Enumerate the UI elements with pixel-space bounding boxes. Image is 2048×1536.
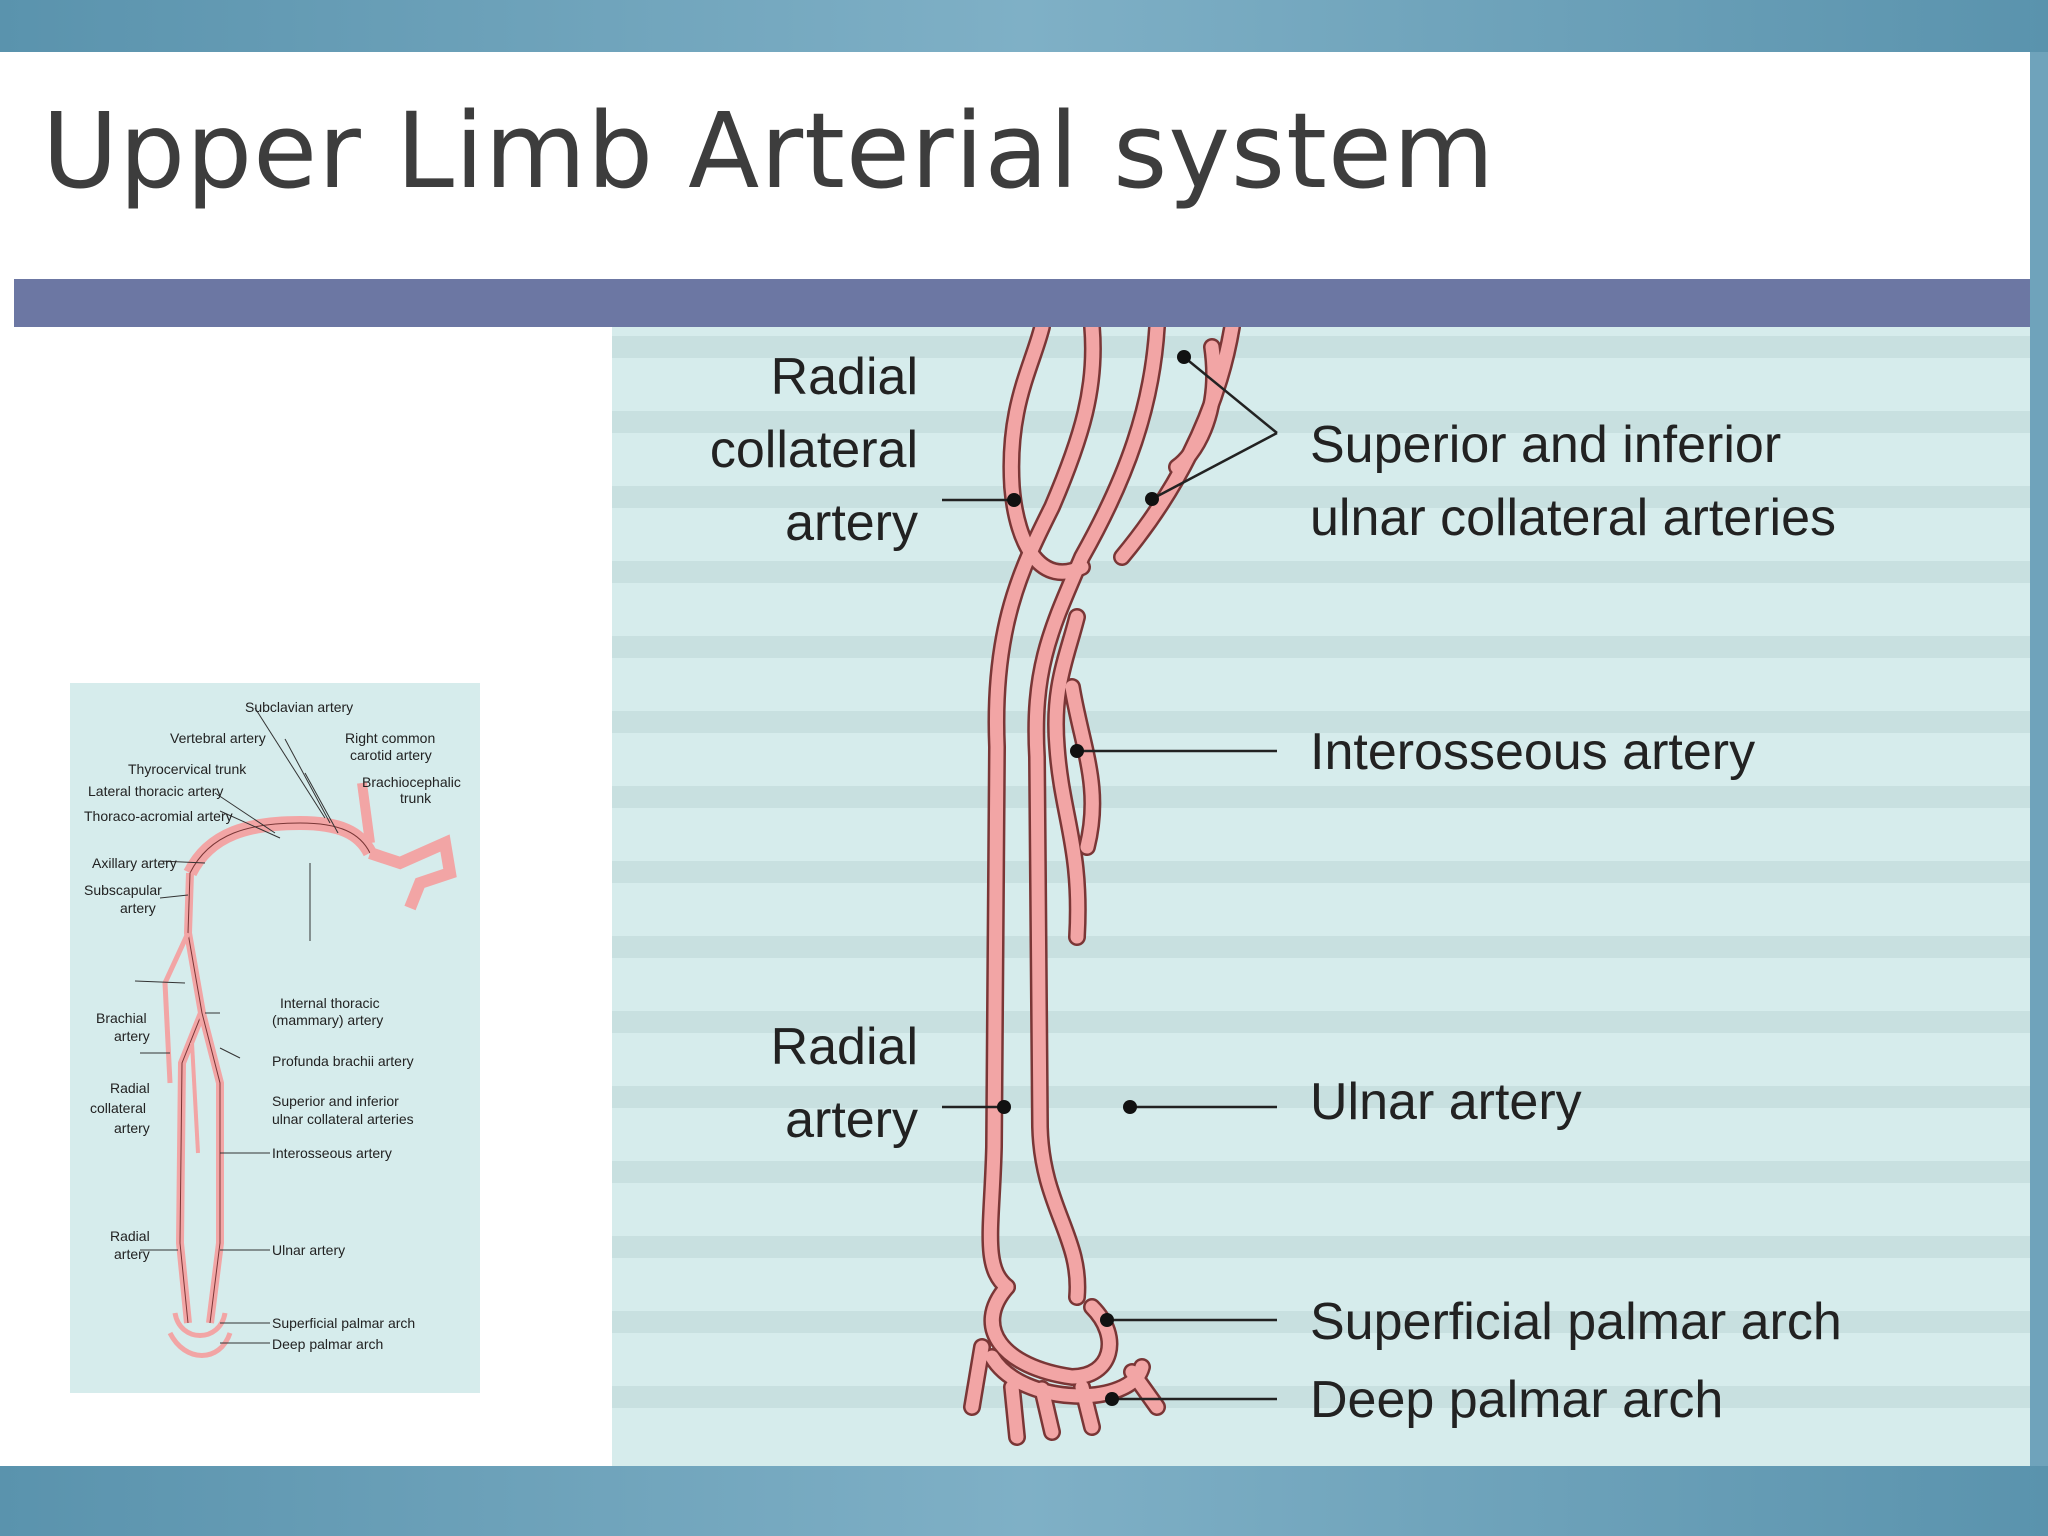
label-ulnar: Ulnar artery [1310,1073,1582,1131]
label-superficial-palmar: Superficial palmar arch [1310,1293,1842,1351]
small-label-axillary: Axillary artery [92,855,177,871]
slide-title: Upper Limb Arterial system [42,90,1496,212]
small-label-radial-2: artery [114,1246,150,1262]
small-label-brachial-1: Brachial [96,1010,147,1026]
slide-frame-top [0,0,2048,52]
small-figure-background [70,683,480,1393]
label-radial-collateral-3: artery [785,494,918,552]
label-interosseous: Interosseous artery [1310,723,1755,781]
small-label-right-common-carotid-2: carotid artery [350,747,432,763]
small-label-superficial-palmar: Superficial palmar arch [272,1315,415,1331]
label-radial-collateral-1: Radial [771,348,918,406]
label-sup-inf-ulnar-2: ulnar collateral arteries [1310,489,1836,547]
label-radial-1: Radial [771,1018,918,1076]
small-label-radial-collateral-1: Radial [110,1080,150,1096]
small-label-internal-thoracic-2: (mammary) artery [272,1012,383,1028]
small-label-lateral-thoracic: Lateral thoracic artery [88,783,223,799]
small-label-radial-1: Radial [110,1228,150,1244]
small-label-sup-inf-ulnar-2: ulnar collateral arteries [272,1111,414,1127]
label-radial-2: artery [785,1091,918,1149]
label-sup-inf-ulnar-1: Superior and inferior [1310,416,1781,474]
small-label-radial-collateral-3: artery [114,1120,150,1136]
small-label-thoraco-acromial: Thoraco-acromial artery [84,808,233,824]
small-label-ulnar: Ulnar artery [272,1242,345,1258]
small-label-brachial-2: artery [114,1028,150,1044]
label-radial-collateral-2: collateral [710,421,918,479]
large-arterial-diagram: Radial collateral artery Superior and in… [612,327,2030,1466]
label-deep-palmar: Deep palmar arch [1310,1371,1723,1429]
small-label-subclavian: Subclavian artery [245,699,353,715]
small-label-subscapular-2: artery [120,900,156,916]
small-label-interosseous: Interosseous artery [272,1145,392,1161]
small-label-brachiocephalic-1: Brachiocephalic [362,774,461,790]
small-label-deep-palmar: Deep palmar arch [272,1336,383,1352]
title-underline-bar [14,279,2030,327]
small-label-subscapular-1: Subscapular [84,882,162,898]
small-label-sup-inf-ulnar-1: Superior and inferior [272,1093,399,1109]
small-label-brachiocephalic-2: trunk [400,790,432,806]
small-label-thyrocervical: Thyrocervical trunk [128,761,247,777]
small-arterial-diagram: Subclavian artery Vertebral artery Right… [70,683,480,1393]
small-label-right-common-carotid-1: Right common [345,730,435,746]
slide-frame-bottom [0,1466,2048,1536]
small-label-vertebral: Vertebral artery [170,730,266,746]
small-label-radial-collateral-2: collateral [90,1100,146,1116]
large-figure-background [612,327,2030,1466]
small-label-internal-thoracic-1: Internal thoracic [280,995,380,1011]
small-label-profunda: Profunda brachii artery [272,1053,414,1069]
